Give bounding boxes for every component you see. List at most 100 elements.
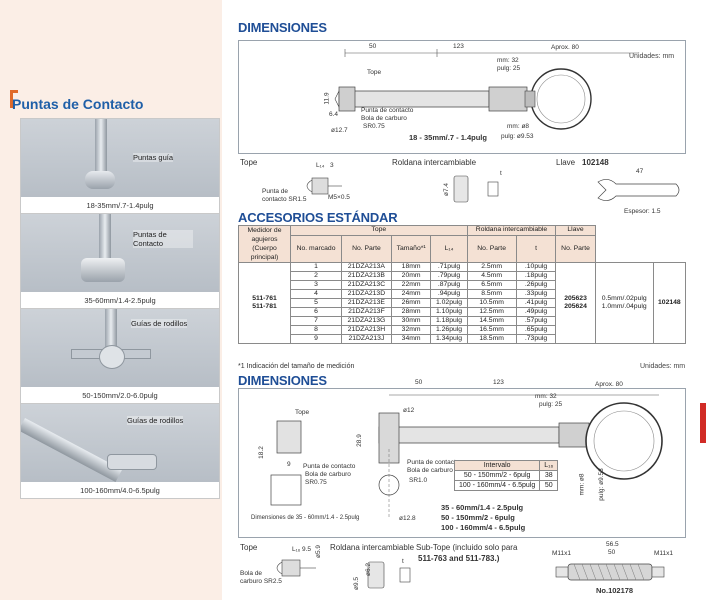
dim-123: 123 <box>453 43 464 50</box>
left-panel: Puntas de Contacto Puntas guía 18-35mm/.… <box>0 0 222 600</box>
bottom-m11b: M11x1 <box>654 550 674 557</box>
dim2-182: 18.2 <box>257 446 265 459</box>
parts-tope-label: Tope <box>240 158 258 167</box>
table-cell: 1 <box>289 262 343 272</box>
t-value-cell-value: 1.0mm/.04pulg <box>601 303 647 310</box>
dimensions-title-1: DIMENSIONES <box>238 20 327 35</box>
table-row: 100 - 160mm/4 - 6.5pulg 50 <box>453 480 559 491</box>
table-cell: .73pulg <box>515 334 557 344</box>
table-cell: .41pulg <box>515 298 557 308</box>
th-no-parte-2: No. Parte <box>466 234 517 263</box>
table-cell: 14.5mm <box>466 316 517 326</box>
th-medidor: Medidor de agujeros (Cuerpo principal) <box>238 225 291 263</box>
table-cell: 21DZA213D <box>341 289 392 299</box>
wrench-drawing <box>597 179 680 201</box>
th-l16: L₁₆ <box>539 460 559 471</box>
dim2-range-3: 100 - 160mm/4 - 6.5pulg <box>441 523 526 532</box>
bottom-95: 9.5 <box>302 546 312 553</box>
label-punta: Punta de contacto <box>361 107 414 114</box>
dim-pulg25: pulg: 25 <box>497 65 521 72</box>
dim2-label-punta2: Punta de contacto <box>407 459 460 466</box>
table-cell: 1.10pulg <box>430 307 468 317</box>
range-label-1: 18 - 35mm/.7 - 1.4pulg <box>409 133 487 142</box>
subtope-drawing <box>555 563 665 581</box>
parts-espesor: Espesor: 1.5 <box>624 208 661 215</box>
dim-aprox: Aprox. 80 <box>551 44 579 51</box>
th-llave: Llave <box>555 225 596 236</box>
table-cell: 30mm <box>390 316 432 326</box>
table-cell: 18mm <box>390 262 432 272</box>
table-cell: 21DZA213G <box>341 316 392 326</box>
dim2-mm8: mm: ø8 <box>578 473 586 496</box>
thumb-caption: 18-35mm/.7-1.4pulg <box>86 201 154 210</box>
th-tope: Tope <box>290 225 468 236</box>
table-cell: 1.26pulg <box>430 325 468 335</box>
table-cell: 21DZA213J <box>341 334 392 344</box>
parts-llave: Llave <box>556 158 576 167</box>
thumb-label: Guías de rodillos <box>127 416 184 425</box>
parts-llave-no: 102148 <box>582 158 609 167</box>
thumb-caption: 100-160mm/4.0-6.5pulg <box>80 486 160 495</box>
table-cell: .94pulg <box>430 289 468 299</box>
table-cell: .87pulg <box>430 280 468 290</box>
dim2-label-bola: Bola de carburo <box>305 471 351 478</box>
th-no-parte-3: No. Parte <box>555 234 596 263</box>
table-cell: 21DZA213A <box>341 262 392 272</box>
thumb-label: Puntas de Contacto <box>133 230 193 248</box>
gauge-drawing-1 <box>334 49 639 130</box>
label-sr: SR0.75 <box>363 123 385 130</box>
dim2-pulg953: pulg: ø9.53 <box>597 468 605 501</box>
bottom-tope-drawing <box>276 559 316 577</box>
bottom-50: 50 <box>608 549 616 556</box>
table-cell: 22mm <box>390 280 432 290</box>
dim2-range-2: 50 - 150mm/2 - 6pulg <box>441 513 515 522</box>
dim2-label-sr075: SR0.75 <box>305 479 327 486</box>
table-cell: 21DZA213F <box>341 307 392 317</box>
thumb-caption: 50-150mm/2.0-6.0pulg <box>82 391 158 400</box>
th-t: t <box>515 234 557 263</box>
bottom-95b: ø9.5 <box>353 576 361 591</box>
table-cell: .49pulg <box>515 307 557 317</box>
thumb-35-60: Puntas de Contacto 35-60mm/1.4-2.5pulg <box>20 213 220 309</box>
label-bola: Bola de carburo <box>361 115 407 122</box>
table-cell: 4.5mm <box>466 271 517 281</box>
table-cell: 21DZA213C <box>341 280 392 290</box>
th-tamano: Tamaño*¹ <box>390 234 432 263</box>
bottom-bola: Bola de <box>240 570 263 577</box>
table-cell: 4 <box>289 289 343 299</box>
size-note: *1 Indicación del tamaño de medición <box>238 363 355 370</box>
bottom-565: 56.5 <box>606 541 619 548</box>
bottom-roldana: Roldana intercambiable <box>330 543 415 552</box>
parts-punta: Punta de <box>262 188 289 195</box>
table-cell: 2.5mm <box>466 262 517 272</box>
dim2-label-punta: Punta de contacto <box>303 463 356 470</box>
dim-tope: Tope <box>367 69 382 76</box>
table-cell: 21DZA213E <box>341 298 392 308</box>
dim-6-4: 6.4 <box>329 111 339 118</box>
bottom-subtope-2: 511-763 and 511-783.) <box>418 554 500 563</box>
accessories-table: Medidor de agujeros (Cuerpo principal) T… <box>238 225 687 344</box>
dim2-128: ø12.8 <box>399 515 416 522</box>
l16-cell: 50 <box>539 480 559 491</box>
table-cell: 34mm <box>390 334 432 344</box>
th-roldana: Roldana intercambiable <box>466 225 557 236</box>
dimensions-box-2: 50 123 Aprox. 80 mm: 32 pulg: 25 Tope ø1… <box>238 379 686 538</box>
bottom-subtope: Sub-Tope (incluido solo para <box>416 543 518 552</box>
parts-l14: L₁₄ <box>316 162 325 169</box>
model-number: 511-781 <box>252 303 277 310</box>
dim-pulg953: pulg: ø9.53 <box>501 133 534 140</box>
parts-t: t <box>500 170 502 177</box>
units-label-2: Unidades: mm <box>640 363 686 370</box>
llave-part-cell: 102148 <box>652 262 687 344</box>
table-cell: 10.5mm <box>466 298 517 308</box>
table-cell: 2 <box>289 271 343 281</box>
table-cell: .33pulg <box>515 289 557 299</box>
table-cell: .57pulg <box>515 316 557 326</box>
thumb-18-35: Puntas guía 18-35mm/.7-1.4pulg <box>20 118 220 214</box>
table-cell: 24mm <box>390 289 432 299</box>
dim2-289: 28.9 <box>355 434 363 447</box>
